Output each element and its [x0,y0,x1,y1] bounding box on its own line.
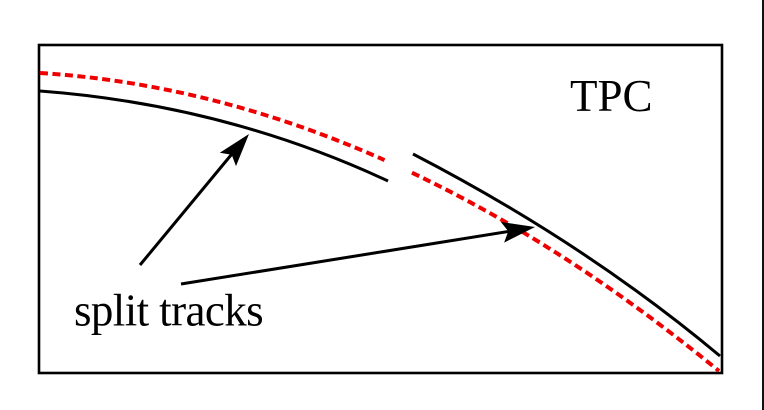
svg-text:split tracks: split tracks [74,286,263,336]
svg-text:TPC: TPC [570,71,653,121]
